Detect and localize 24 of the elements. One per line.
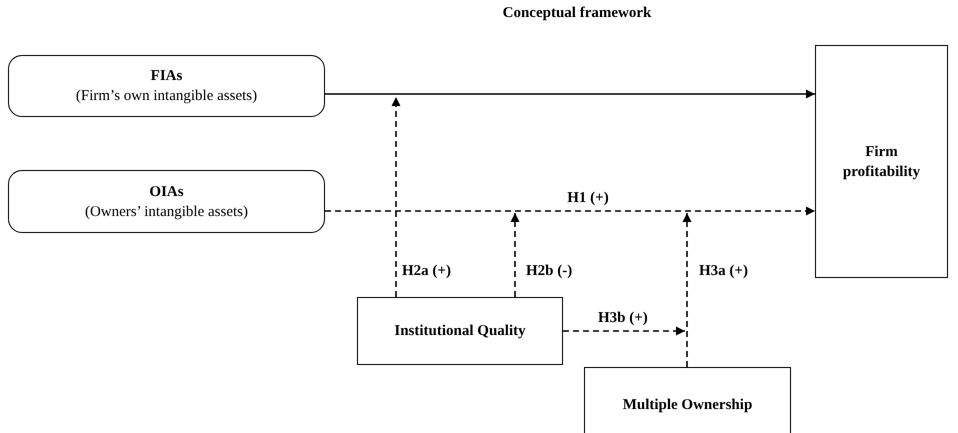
arrow — [682, 213, 692, 367]
rounded-box — [8, 55, 325, 117]
rounded-box — [8, 170, 325, 233]
node-title: Multiple Ownership — [622, 396, 752, 414]
node-subtitle: (Owners’ intangible assets) — [84, 202, 248, 222]
box — [815, 45, 948, 278]
arrow — [325, 206, 815, 216]
edge-label: H2a (+) — [400, 263, 453, 280]
node-subtitle: (Firm’s own intangible assets) — [76, 87, 258, 106]
box — [357, 297, 563, 365]
node-title: FIAs — [150, 67, 182, 86]
node-title: Institutional Quality — [394, 322, 526, 341]
arrow — [510, 213, 520, 297]
diagram-title: Conceptual framework — [502, 5, 652, 22]
arrow — [392, 97, 400, 297]
node-title: Firm profitability — [842, 142, 922, 182]
box — [584, 367, 791, 433]
node-title: OIAs — [149, 182, 184, 202]
edge-label: H3b (+) — [596, 310, 650, 327]
arrow — [563, 326, 685, 336]
arrow — [325, 90, 815, 98]
edge-label: H3a (+) — [697, 263, 750, 280]
edge-label: H1 (+) — [565, 190, 611, 207]
edge-label: H2b (-) — [524, 263, 574, 280]
